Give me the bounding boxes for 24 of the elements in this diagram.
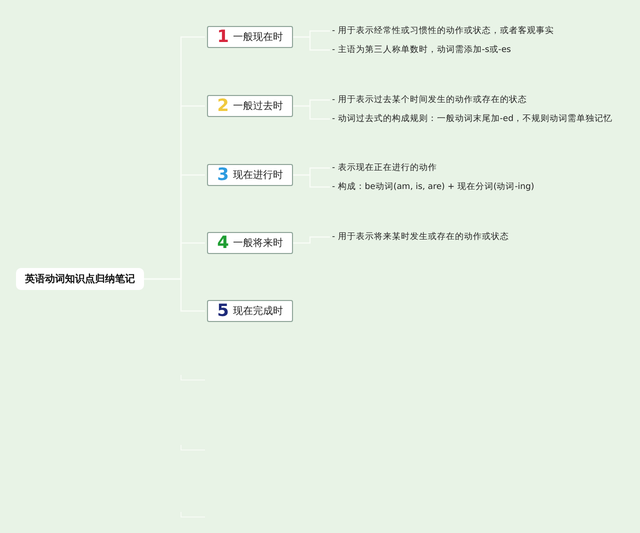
note-text: - 用于表示将来某时发生或存在的动作或状态: [332, 231, 509, 243]
note-text: - 动词过去式的构成规则：一般动词末尾加-ed，不规则动词需单独记忆: [332, 113, 612, 125]
branch-line: [293, 236, 330, 244]
topic-box: [207, 232, 293, 254]
note-text: - 构成：be动词(am, is, are) + 现在分词(动词-ing): [332, 181, 534, 193]
topic-number: 1: [217, 28, 229, 46]
root-topic-box: 英语动词知识点归纳笔记: [16, 268, 144, 290]
note-text: - 表示现在正在进行的动作: [332, 162, 437, 174]
topic-number: 4: [217, 234, 229, 252]
topic-box: [207, 300, 293, 322]
topic-label: 现在进行时: [232, 168, 283, 182]
topic-box: [207, 164, 293, 186]
topic-number: 2: [217, 98, 229, 114]
topic-label: 现在完成时: [232, 304, 283, 318]
topic-label: 一般现在时: [232, 30, 283, 44]
topic-number: 5: [217, 302, 229, 320]
note-text: - 用于表示过去某个时间发生的动作或存在的状态: [332, 94, 527, 106]
topic-box: [207, 95, 293, 117]
topic-label: 一般过去时: [232, 100, 283, 113]
topic-label: 一般将来时: [232, 236, 283, 250]
note-text: - 主语为第三人称单数时，动词需添加-s或-es: [332, 44, 511, 56]
note-text: - 用于表示经常性或习惯性的动作或状态，或者客观事实: [332, 25, 554, 37]
topic-number: 3: [217, 166, 229, 184]
topic-box: [207, 26, 293, 48]
